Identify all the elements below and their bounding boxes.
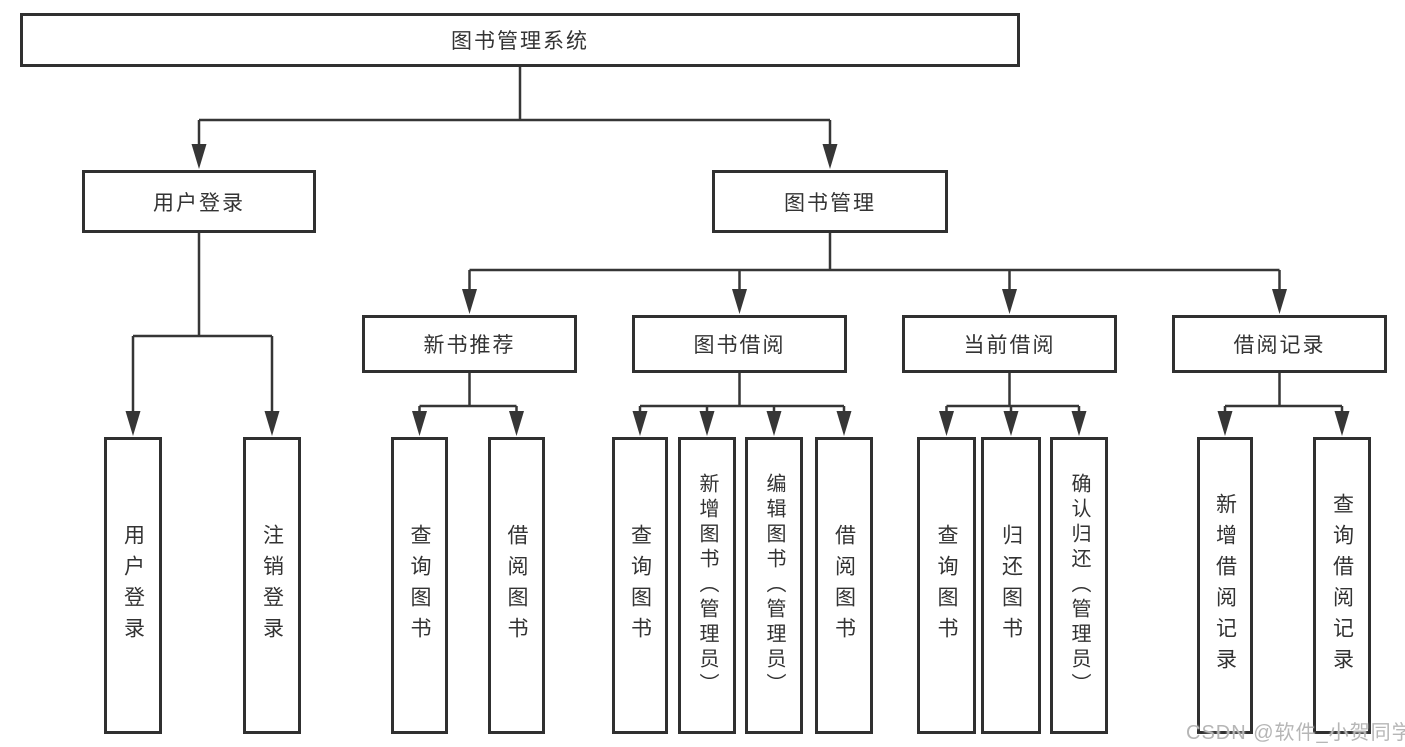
node-label: 归还图书 [999, 523, 1023, 648]
diagram-node-borrow-records: 借阅记录 [1172, 315, 1387, 373]
diagram-leaf-query-borrow-record: 查询借阅记录 [1313, 437, 1371, 734]
diagram-leaf-logout: 注销登录 [243, 437, 301, 734]
diagram-leaf-return-books: 归还图书 [981, 437, 1041, 734]
diagram-node-book-management: 图书管理 [712, 170, 948, 233]
node-label: 新增图书（管理员） [696, 473, 718, 698]
node-label: 借阅图书 [832, 523, 856, 648]
diagram-node-current-borrow: 当前借阅 [902, 315, 1117, 373]
node-label: 借阅图书 [505, 523, 528, 648]
diagram-leaf-current-query-books: 查询图书 [917, 437, 976, 734]
node-label: 查询借阅记录 [1330, 492, 1354, 679]
diagram-node-new-book-recommend: 新书推荐 [362, 315, 577, 373]
diagram-leaf-add-books-admin: 新增图书（管理员） [678, 437, 736, 734]
node-label: 图书管理 [784, 191, 876, 215]
node-label: 图书借阅 [693, 334, 786, 357]
diagram-node-book-borrow: 图书借阅 [632, 315, 847, 373]
csdn-watermark: CSDN @软件_小贺同学 [1186, 722, 1405, 744]
node-label: 当前借阅 [963, 334, 1056, 357]
node-label: 图书管理系统 [451, 30, 589, 53]
node-label: 借阅记录 [1233, 334, 1326, 357]
node-label: 新增借阅记录 [1213, 492, 1237, 679]
diagram-leaf-add-borrow-record: 新增借阅记录 [1197, 437, 1253, 734]
diagram-leaf-user-login: 用户登录 [104, 437, 162, 734]
diagram-node-root: 图书管理系统 [20, 13, 1020, 67]
diagram-leaf-borrow-borrow-books: 借阅图书 [815, 437, 873, 734]
node-label: 查询图书 [935, 523, 958, 648]
node-label: 用户登录 [153, 191, 245, 215]
diagram-leaf-recommend-query-books: 查询图书 [391, 437, 448, 734]
node-label: 用户登录 [121, 523, 145, 648]
node-label: 查询图书 [628, 523, 652, 648]
node-label: 编辑图书（管理员） [763, 473, 785, 698]
diagram-leaf-confirm-return-admin: 确认归还（管理员） [1050, 437, 1108, 734]
node-label: 新书推荐 [423, 334, 516, 357]
diagram-node-user-login: 用户登录 [82, 170, 316, 233]
diagram-leaf-borrow-query-books: 查询图书 [612, 437, 668, 734]
node-label: 确认归还（管理员） [1068, 473, 1090, 698]
node-label: 查询图书 [408, 523, 431, 648]
diagram-leaf-edit-books-admin: 编辑图书（管理员） [745, 437, 803, 734]
node-label: 注销登录 [260, 523, 284, 648]
diagram-leaf-recommend-borrow-books: 借阅图书 [488, 437, 545, 734]
